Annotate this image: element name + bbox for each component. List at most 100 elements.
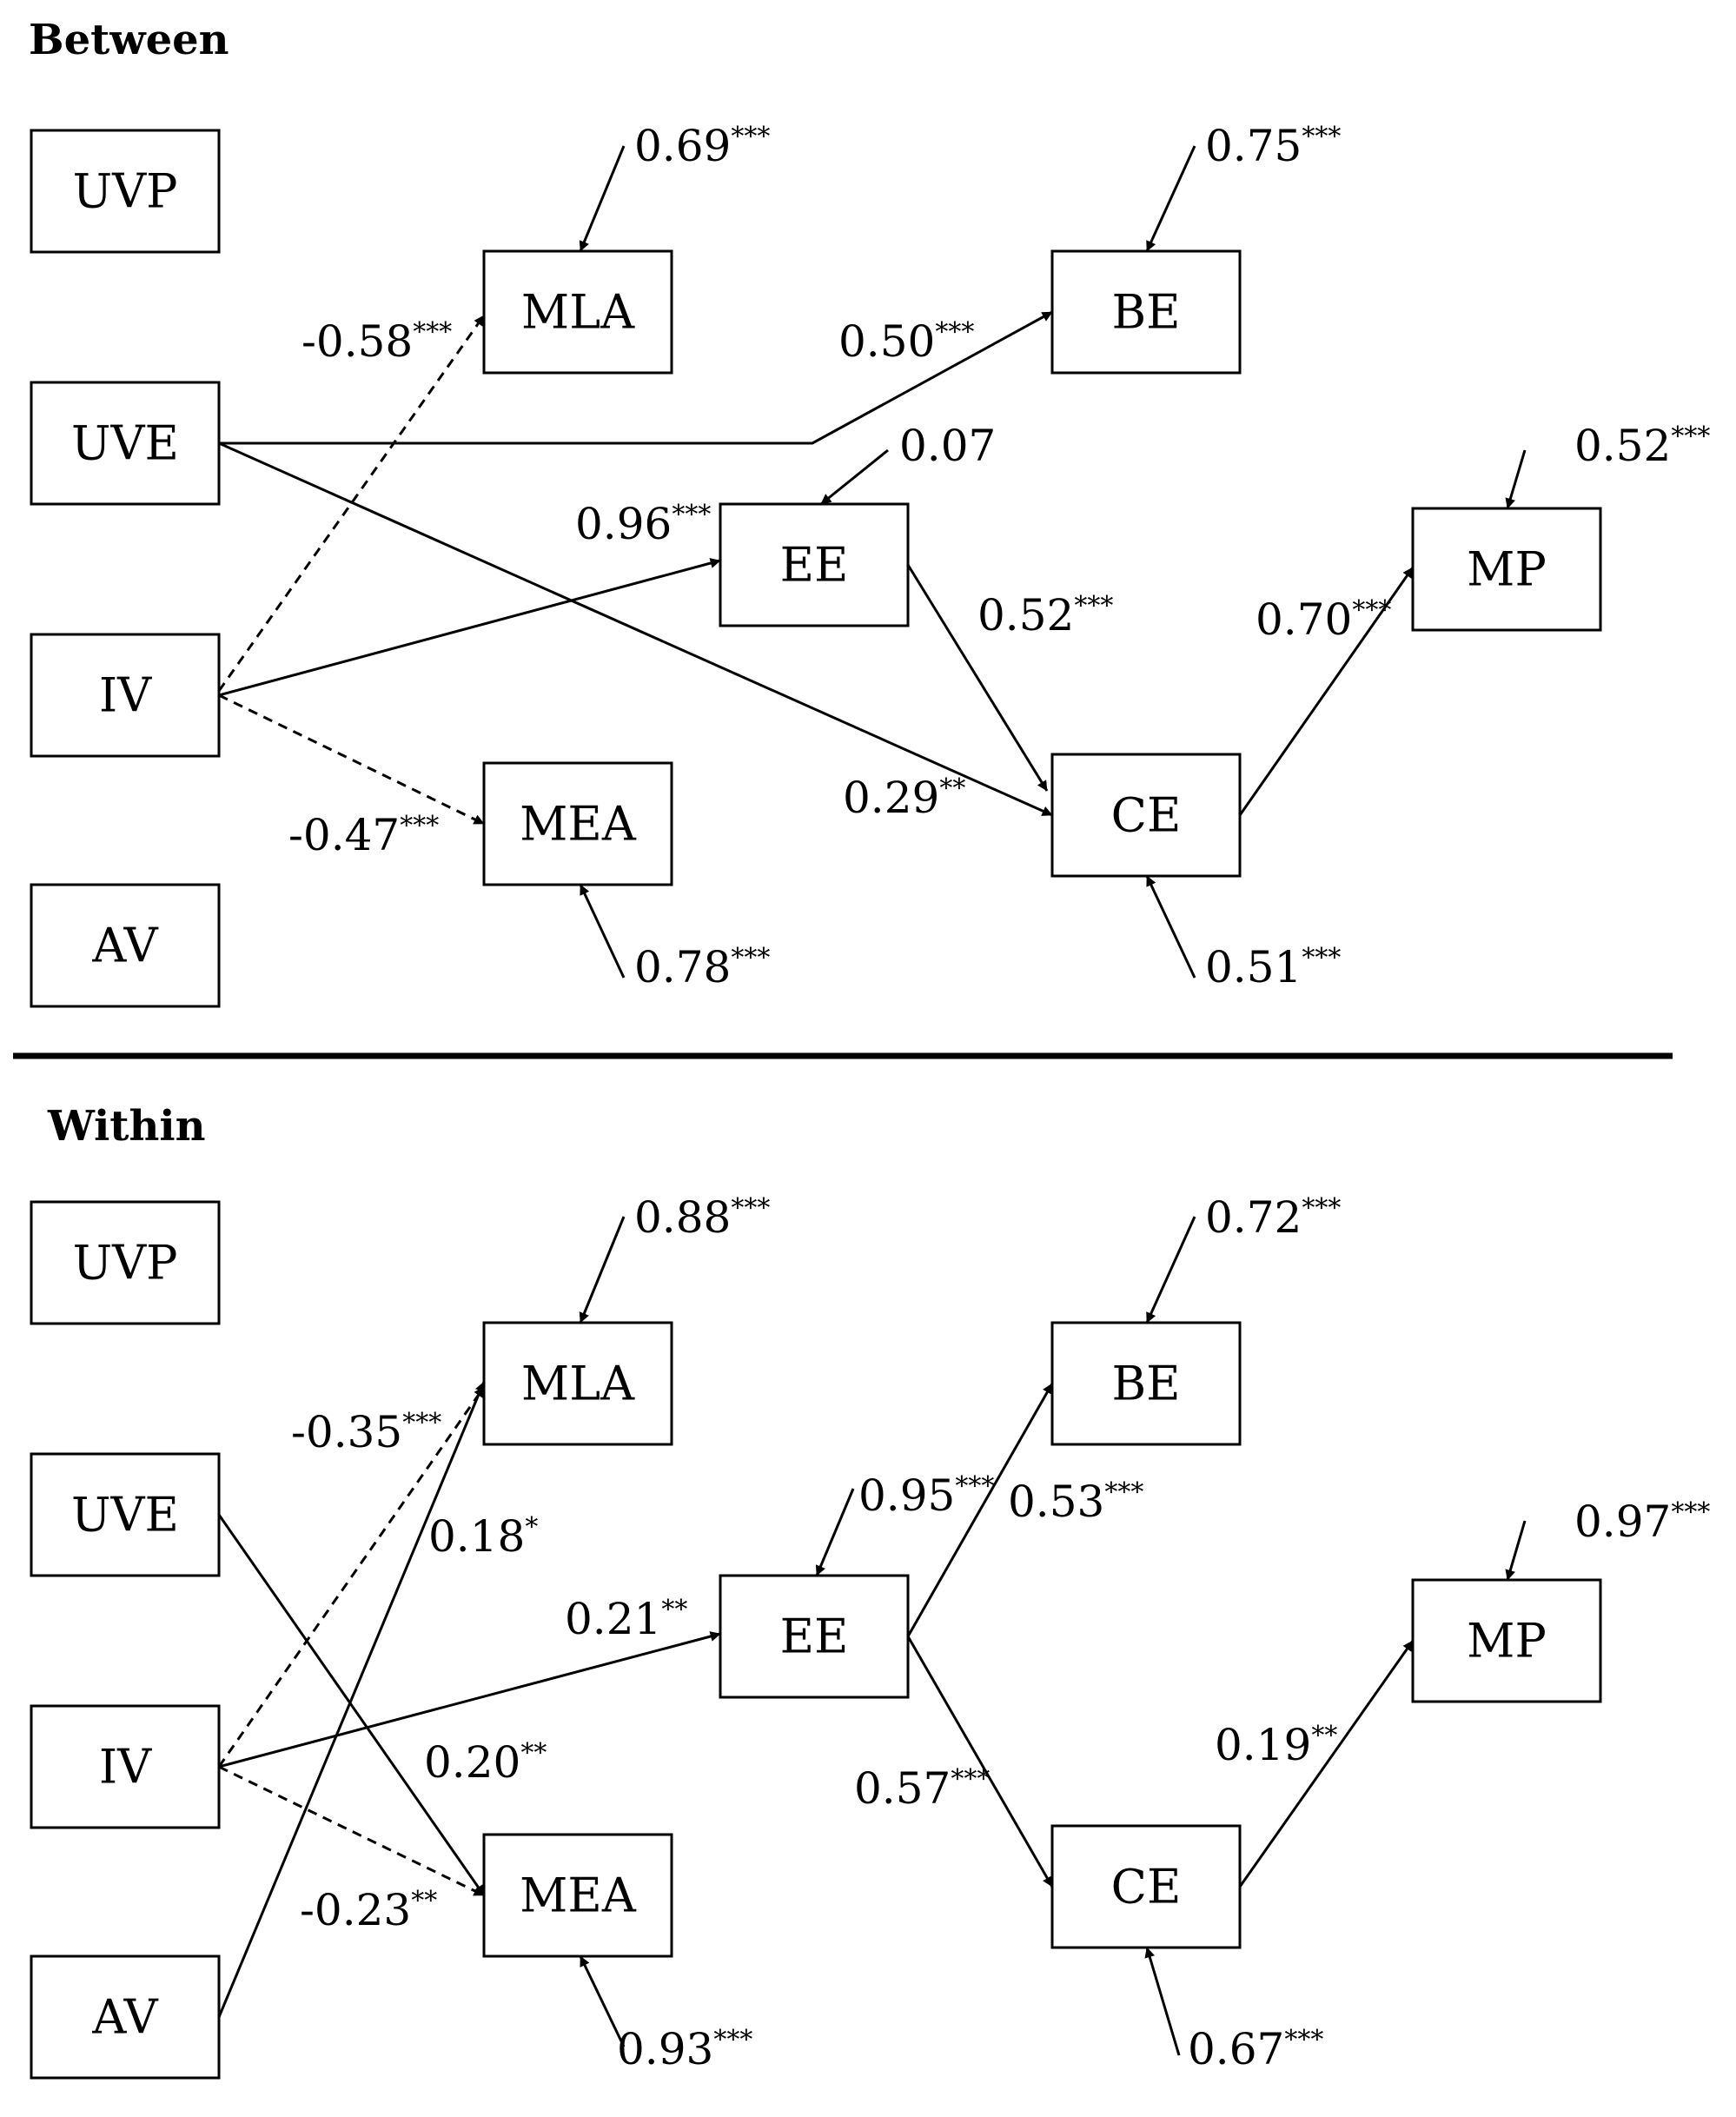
between-node-label-be: BE: [1111, 285, 1180, 340]
within-coef-ce-mp-value: 0.19: [1215, 1720, 1311, 1770]
between-coef-iv-mla: -0.58***: [301, 316, 452, 367]
between-node-label-uvp: UVP: [73, 164, 178, 219]
between-path-uve-to-ce: [218, 441, 1053, 817]
within-residual-arrow-mea: [579, 1955, 626, 2047]
within-residual-mp-value: 0.97: [1574, 1496, 1671, 1547]
within-node-uve: [30, 1452, 221, 1577]
within-coef-av-mla: 0.18*: [428, 1511, 538, 1562]
between-coef-ee-ce-value: 0.52: [977, 590, 1074, 640]
within-residual-ce: 0.67***: [1188, 2024, 1323, 2074]
within-node-label-uvp: UVP: [73, 1236, 178, 1291]
between-coef-iv-mea: -0.47***: [288, 810, 439, 860]
between-path-uve-to-be: [219, 310, 1053, 445]
between-coef-uve-be-value: 0.50: [838, 316, 935, 367]
within-residual-arrow-be: [1145, 1216, 1196, 1324]
within-node-be: [1050, 1321, 1242, 1446]
between-coef-ee-ce-significance: ***: [1074, 591, 1113, 621]
within-path-uve-to-mea: [217, 1514, 486, 1896]
between-coef-iv-ee-value: 0.96: [575, 499, 672, 549]
between-node-ee: [719, 502, 910, 627]
within-path-av-to-mla: [217, 1381, 486, 2018]
within-coef-ee-ce-value: 0.57: [854, 1763, 951, 1814]
within-node-iv: [30, 1704, 221, 1829]
between-path-ce-to-mp: [1238, 567, 1415, 816]
within-node-label-mp: MP: [1467, 1614, 1547, 1669]
within-coef-ee-be-significance: ***: [1104, 1477, 1143, 1508]
within-coef-iv-mea-value: -0.23: [300, 1885, 411, 1935]
within-coef-iv-mea: -0.23**: [300, 1885, 437, 1935]
within-coef-uve-mea-significance: **: [520, 1738, 547, 1769]
within-coef-iv-ee-significance: **: [661, 1595, 687, 1625]
between-residual-be-significance: ***: [1302, 122, 1341, 152]
between-path-iv-to-mea: [218, 694, 485, 826]
between-coef-iv-mla-value: -0.58: [301, 316, 413, 367]
within-coef-ee-be: 0.53***: [1008, 1477, 1143, 1527]
between-coef-iv-ee: 0.96***: [575, 499, 711, 549]
within-residual-be-value: 0.72: [1205, 1192, 1302, 1243]
within-residual-ee-value: 0.95: [858, 1470, 955, 1521]
between-coef-ce-mp: 0.70***: [1256, 594, 1391, 645]
within-residual-ce-significance: ***: [1284, 2025, 1323, 2055]
between-coef-ce-mp-value: 0.70: [1256, 594, 1352, 645]
between-node-mla: [482, 249, 673, 375]
within-coef-iv-mea-significance: **: [411, 1886, 437, 1916]
within-residual-mla-significance: ***: [731, 1193, 770, 1224]
between-residual-arrow-mea: [579, 884, 626, 979]
between-coef-iv-mla-significance: ***: [413, 317, 452, 348]
between-coef-uve-be-significance: ***: [935, 317, 974, 348]
within-coef-ee-be-value: 0.53: [1008, 1477, 1104, 1527]
panel-title-between: Between: [29, 16, 229, 64]
between-coef-ee-ce: 0.52***: [977, 590, 1113, 640]
between-residual-ce-significance: ***: [1302, 943, 1341, 973]
panel-title-within: Within: [47, 1102, 206, 1151]
within-residual-arrow-ce: [1144, 1947, 1181, 2056]
between-residual-mea-value: 0.78: [634, 942, 731, 992]
within-coef-av-mla-value: 0.18: [428, 1511, 525, 1562]
between-node-mea: [482, 761, 673, 886]
within-coef-av-mla-significance: *: [525, 1512, 538, 1543]
within-residual-mp-significance: ***: [1671, 1497, 1710, 1528]
within-coef-iv-ee: 0.21**: [565, 1594, 687, 1644]
within-path-ee-to-be: [906, 1383, 1054, 1637]
within-node-ee: [719, 1574, 910, 1699]
between-node-iv: [30, 633, 221, 758]
within-coef-ce-mp: 0.19**: [1215, 1720, 1337, 1770]
between-node-uve: [30, 381, 221, 506]
between-residual-mea: 0.78***: [634, 942, 770, 992]
between-path-iv-to-mla: [217, 315, 486, 692]
between-residual-arrow-be: [1145, 145, 1196, 252]
between-node-uvp: [30, 129, 221, 254]
between-node-be: [1050, 249, 1242, 375]
within-coef-iv-ee-value: 0.21: [565, 1594, 661, 1644]
between-residual-ee: 0.07: [899, 421, 996, 471]
within-residual-mla: 0.88***: [634, 1192, 770, 1243]
within-path-ce-to-mp: [1238, 1640, 1415, 1888]
within-residual-be-significance: ***: [1302, 1193, 1341, 1224]
between-residual-be-value: 0.75: [1205, 121, 1302, 171]
between-residual-mea-significance: ***: [731, 943, 770, 973]
between-residual-ce-value: 0.51: [1205, 942, 1302, 992]
within-node-label-av: AV: [91, 1990, 158, 2045]
between-node-label-uve: UVE: [71, 416, 179, 471]
between-coef-uve-be: 0.50***: [838, 316, 974, 367]
between-residual-arrow-mp: [1505, 449, 1527, 509]
within-path-ee-to-ce: [906, 1636, 1054, 1888]
between-coef-iv-mea-value: -0.47: [288, 810, 400, 860]
within-node-label-mla: MLA: [521, 1357, 635, 1411]
between-residual-ce: 0.51***: [1205, 942, 1341, 992]
between-residual-mla-value: 0.69: [634, 121, 731, 171]
within-node-label-uve: UVE: [71, 1488, 179, 1543]
between-node-ce: [1050, 753, 1242, 878]
within-coef-uve-mea: 0.20**: [424, 1737, 547, 1788]
between-residual-mp-significance: ***: [1671, 421, 1710, 452]
between-node-label-ce: CE: [1111, 788, 1182, 843]
within-node-label-iv: IV: [99, 1740, 152, 1795]
within-path-iv-to-ee: [218, 1631, 721, 1769]
within-node-label-ee: EE: [780, 1609, 849, 1664]
between-coef-uve-ce-value: 0.29: [843, 773, 939, 823]
within-residual-be: 0.72***: [1205, 1192, 1341, 1243]
between-path-iv-to-ee: [218, 558, 721, 697]
between-node-label-ee: EE: [780, 538, 849, 593]
